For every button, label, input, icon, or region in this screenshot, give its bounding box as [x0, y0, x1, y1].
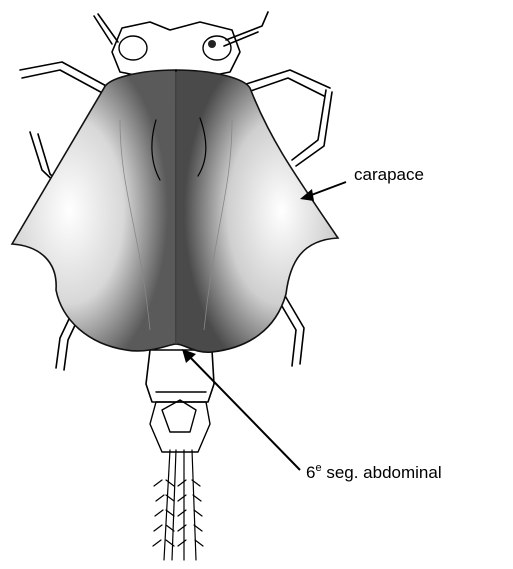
carapace-label: carapace	[354, 165, 424, 184]
abdominal-segment-label: 6e seg. abdominal	[306, 462, 442, 482]
carapace-shell	[12, 70, 338, 352]
right-eye	[203, 36, 231, 60]
abdominal-text: seg. abdominal	[322, 463, 442, 482]
abdomen	[146, 350, 214, 452]
abdominal-arrow	[182, 349, 300, 470]
cerci	[153, 450, 203, 560]
left-eye	[119, 36, 147, 60]
abdominal-number: 6	[306, 463, 315, 482]
